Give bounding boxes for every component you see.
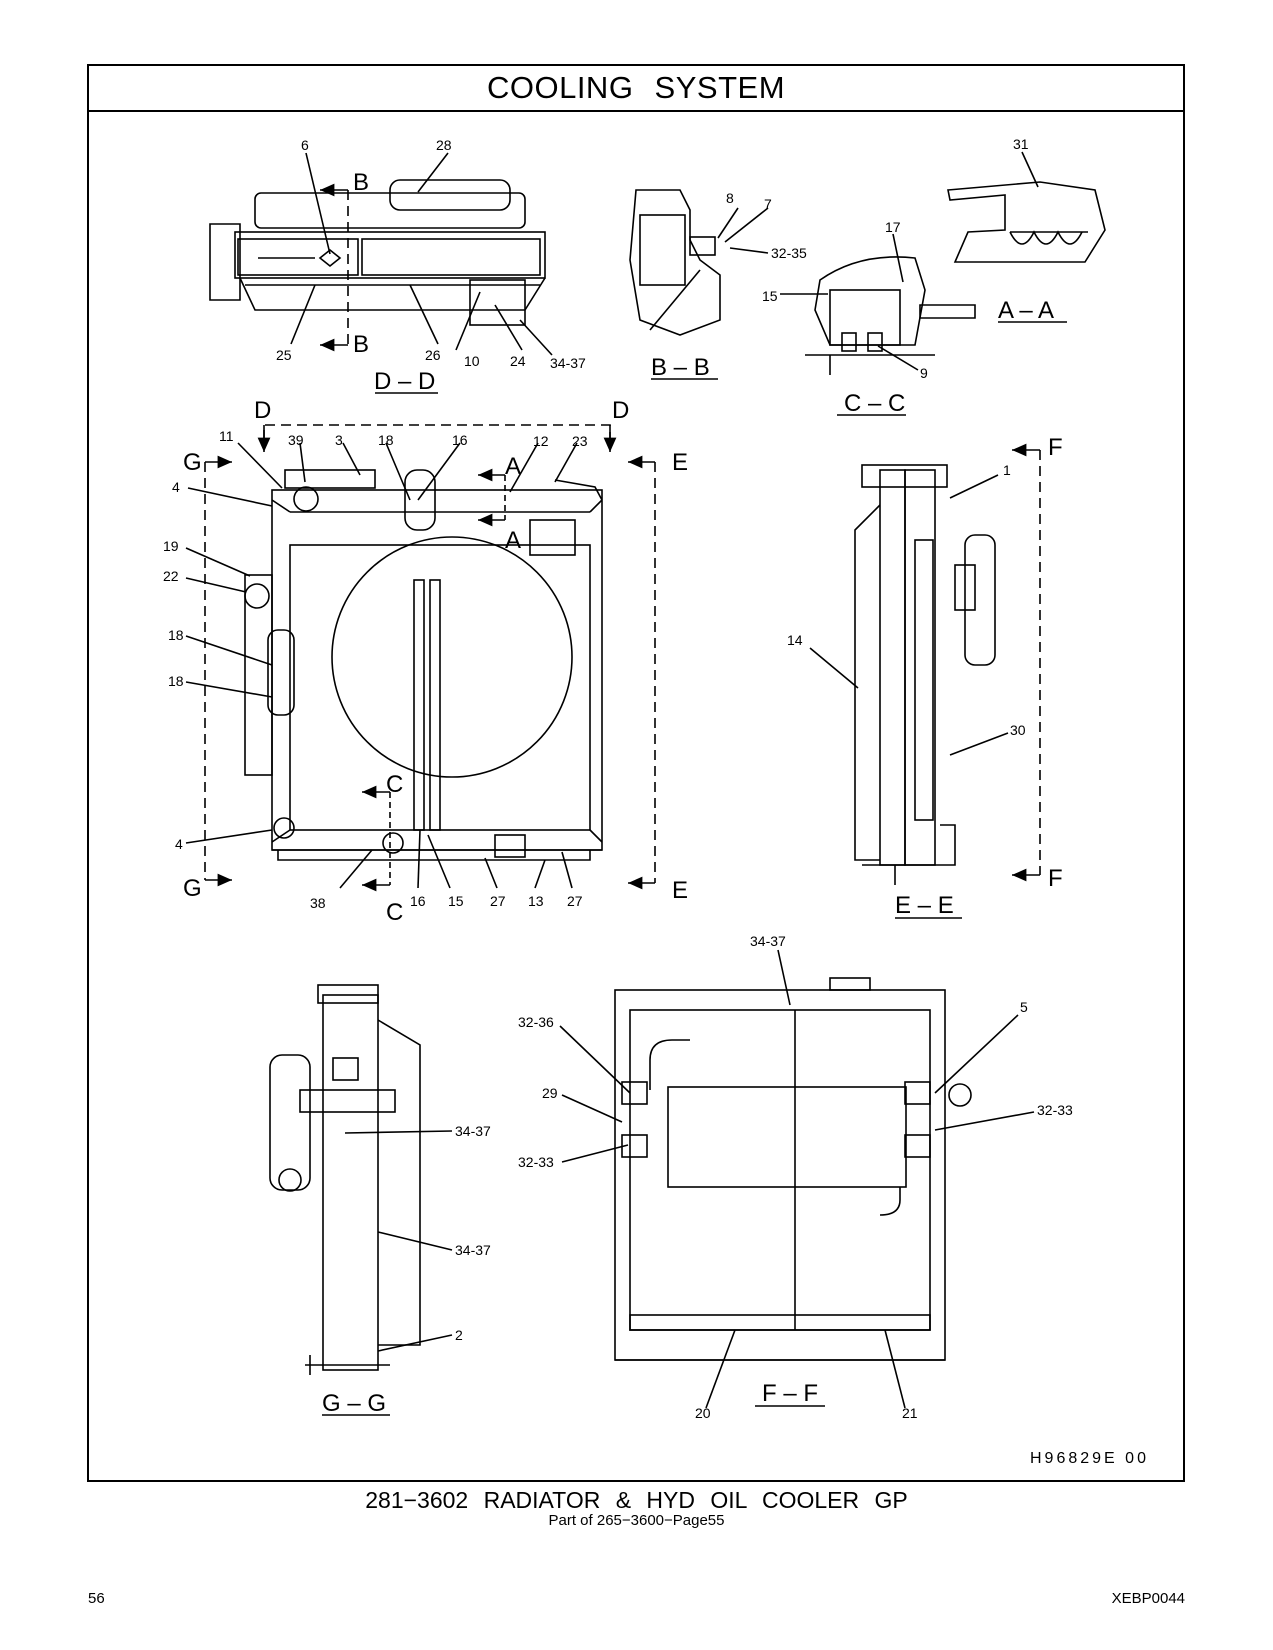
callout-9: 9 <box>920 365 928 381</box>
view-gg-label: G – G <box>322 1390 386 1417</box>
callout-3: 3 <box>335 432 343 448</box>
cut-label-g-top: G <box>183 449 202 476</box>
callout-30: 30 <box>1010 722 1026 738</box>
callout-32-36: 32-36 <box>518 1014 554 1030</box>
callout-6: 6 <box>301 137 309 153</box>
callout-2: 2 <box>455 1327 463 1343</box>
view-bb-label: B – B <box>651 354 710 381</box>
view-aa-drawing <box>947 181 1106 263</box>
callout-12: 12 <box>533 433 549 449</box>
cut-label-g-bottom: G <box>183 875 202 902</box>
view-ff-label: F – F <box>762 1380 818 1407</box>
view-ee-drawing <box>854 464 996 885</box>
callout-17: 17 <box>885 219 901 235</box>
document-code: XEBP0044 <box>1111 1590 1185 1607</box>
drawing-frame: COOLING SYSTEM <box>87 64 1185 1482</box>
cut-label-a-top: A <box>505 453 521 480</box>
view-ee-label: E – E <box>895 892 954 919</box>
callout-5: 5 <box>1020 999 1028 1015</box>
callout-15-bottom: 15 <box>448 893 464 909</box>
callout-28: 28 <box>436 137 452 153</box>
cut-label-e-top: E <box>672 449 688 476</box>
drawing-code: H96829E 00 <box>1030 1450 1149 1467</box>
callout-39: 39 <box>288 432 304 448</box>
page-title: COOLING SYSTEM <box>89 66 1183 112</box>
callout-22: 22 <box>163 568 179 584</box>
group-title: 281−3602 RADIATOR & HYD OIL COOLER GP <box>365 1487 908 1513</box>
callout-7: 7 <box>764 196 772 212</box>
cut-label-f-top: F <box>1048 434 1063 461</box>
callout-27-left: 27 <box>490 893 506 909</box>
view-aa-label: A – A <box>998 297 1054 324</box>
callout-18-lower: 18 <box>168 673 184 689</box>
callout-19: 19 <box>163 538 179 554</box>
callout-34-37-lower: 34-37 <box>455 1242 491 1258</box>
view-cc-drawing <box>805 256 976 375</box>
callout-23: 23 <box>572 433 588 449</box>
callout-32-35: 32-35 <box>771 245 807 261</box>
cut-label-c-top: C <box>386 771 403 798</box>
callout-1: 1 <box>1003 462 1011 478</box>
callout-16-bottom: 16 <box>410 893 426 909</box>
callout-20: 20 <box>695 1405 711 1421</box>
callout-27-right: 27 <box>567 893 583 909</box>
cut-label-c-bottom: C <box>386 899 403 926</box>
callout-4-top: 4 <box>172 479 180 495</box>
callout-34-37: 34-37 <box>550 355 586 371</box>
callout-21: 21 <box>902 1405 918 1421</box>
callout-14: 14 <box>787 632 803 648</box>
callout-11: 11 <box>219 428 234 444</box>
callout-38: 38 <box>310 895 326 911</box>
cut-label-f-bottom: F <box>1048 865 1063 892</box>
callout-24: 24 <box>510 353 526 369</box>
callout-31: 31 <box>1013 136 1029 152</box>
view-dd-label: D – D <box>374 368 435 395</box>
callout-4-bottom: 4 <box>175 836 183 852</box>
view-main-drawing <box>244 469 603 861</box>
callout-26: 26 <box>425 347 441 363</box>
callout-8: 8 <box>726 190 734 206</box>
callout-13: 13 <box>528 893 544 909</box>
callout-25: 25 <box>276 347 292 363</box>
page-number: 56 <box>88 1590 105 1607</box>
callout-18: 18 <box>378 432 394 448</box>
cut-label-e-bottom: E <box>672 877 688 904</box>
cut-label-b-bottom: B <box>353 331 369 358</box>
callout-32-33-right: 32-33 <box>1037 1102 1073 1118</box>
callout-32-33-left: 32-33 <box>518 1154 554 1170</box>
callout-15: 15 <box>762 288 778 304</box>
cut-label-d-left: D <box>254 397 271 424</box>
cut-label-b-top: B <box>353 169 369 196</box>
callout-16: 16 <box>452 432 468 448</box>
callout-10: 10 <box>464 353 480 369</box>
view-dd-drawing <box>209 179 546 326</box>
view-cc-label: C – C <box>844 390 905 417</box>
view-ff-drawing <box>614 977 972 1361</box>
callout-18-upper: 18 <box>168 627 184 643</box>
view-gg-drawing <box>269 984 421 1375</box>
cut-label-d-right: D <box>612 397 629 424</box>
callout-29: 29 <box>542 1085 558 1101</box>
callout-34-37-upper: 34-37 <box>455 1123 491 1139</box>
callout-34-37-ff: 34-37 <box>750 933 786 949</box>
cut-label-a-bottom: A <box>505 527 521 554</box>
view-bb-drawing <box>629 189 721 336</box>
group-subtitle: Part of 265−3600−Page55 <box>548 1512 725 1529</box>
